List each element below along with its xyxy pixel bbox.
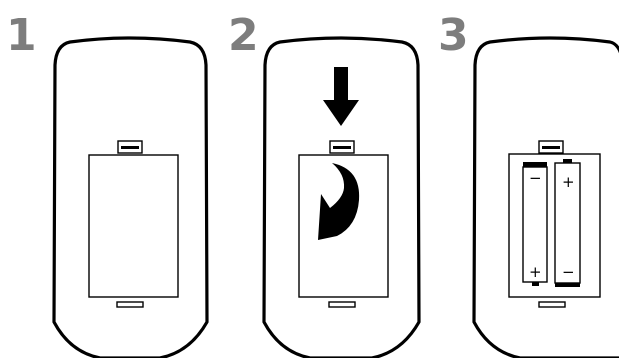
- cover-bottom-slot: [538, 301, 566, 308]
- battery-left: − +: [522, 162, 548, 286]
- step-1-number: 1: [6, 10, 37, 61]
- battery-left-terminal-bottom: [532, 282, 539, 286]
- cover-latch-slot: [333, 146, 351, 149]
- battery-right: + −: [554, 159, 581, 287]
- lift-cover-curved-arrow-icon: [318, 163, 360, 240]
- battery-left-body: [522, 166, 548, 283]
- step-2-number: 2: [228, 10, 259, 61]
- step-2-panel: 2: [228, 10, 421, 358]
- step-3-number: 3: [438, 10, 469, 61]
- cover-latch-slot: [121, 146, 139, 149]
- battery-left-top-sign: −: [529, 169, 542, 187]
- step-1-panel: 1: [6, 10, 209, 358]
- battery-right-top-sign: +: [562, 173, 575, 191]
- battery-left-terminal-top: [523, 162, 547, 167]
- battery-cover: [88, 154, 179, 298]
- battery-right-terminal-top: [563, 159, 572, 163]
- slide-down-arrow-icon: [323, 67, 359, 126]
- cover-bottom-slot: [328, 301, 356, 308]
- battery-right-bottom-sign: −: [562, 263, 575, 281]
- step-3-panel: 3 − + + −: [438, 10, 619, 358]
- battery-left-bottom-sign: +: [529, 263, 542, 281]
- cover-bottom-slot: [116, 301, 144, 308]
- cover-latch-slot: [542, 146, 560, 149]
- battery-right-terminal-bottom: [555, 283, 580, 287]
